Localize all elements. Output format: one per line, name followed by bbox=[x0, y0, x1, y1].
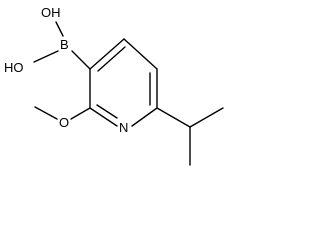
chemical-structure: OH HO B O N bbox=[4, 5, 224, 166]
label-ho: HO bbox=[4, 60, 24, 75]
ring-bond-c4-c5 bbox=[123, 38, 158, 70]
ring-bond-c6-n bbox=[131, 107, 158, 127]
label-nitrogen: N bbox=[119, 120, 128, 135]
bond-o-methyl bbox=[34, 106, 58, 120]
bond-oh-b bbox=[55, 21, 64, 37]
bond-ring-o bbox=[70, 107, 91, 120]
bond-b-ring bbox=[71, 50, 91, 70]
ring-bond-n-c2-inner bbox=[96, 104, 118, 119]
bond-ring-isopropyl bbox=[156, 107, 191, 128]
label-oxygen: O bbox=[59, 115, 69, 130]
label-boron: B bbox=[60, 37, 69, 52]
bond-isopropyl-methyl-up bbox=[189, 107, 224, 128]
ring-bond-n-c2 bbox=[89, 107, 118, 127]
ring-bond-c3-c4-inner bbox=[97, 46, 126, 72]
label-oh: OH bbox=[41, 5, 61, 20]
bond-ho-b bbox=[33, 50, 59, 63]
ring-bond-c3-c4 bbox=[89, 38, 125, 70]
